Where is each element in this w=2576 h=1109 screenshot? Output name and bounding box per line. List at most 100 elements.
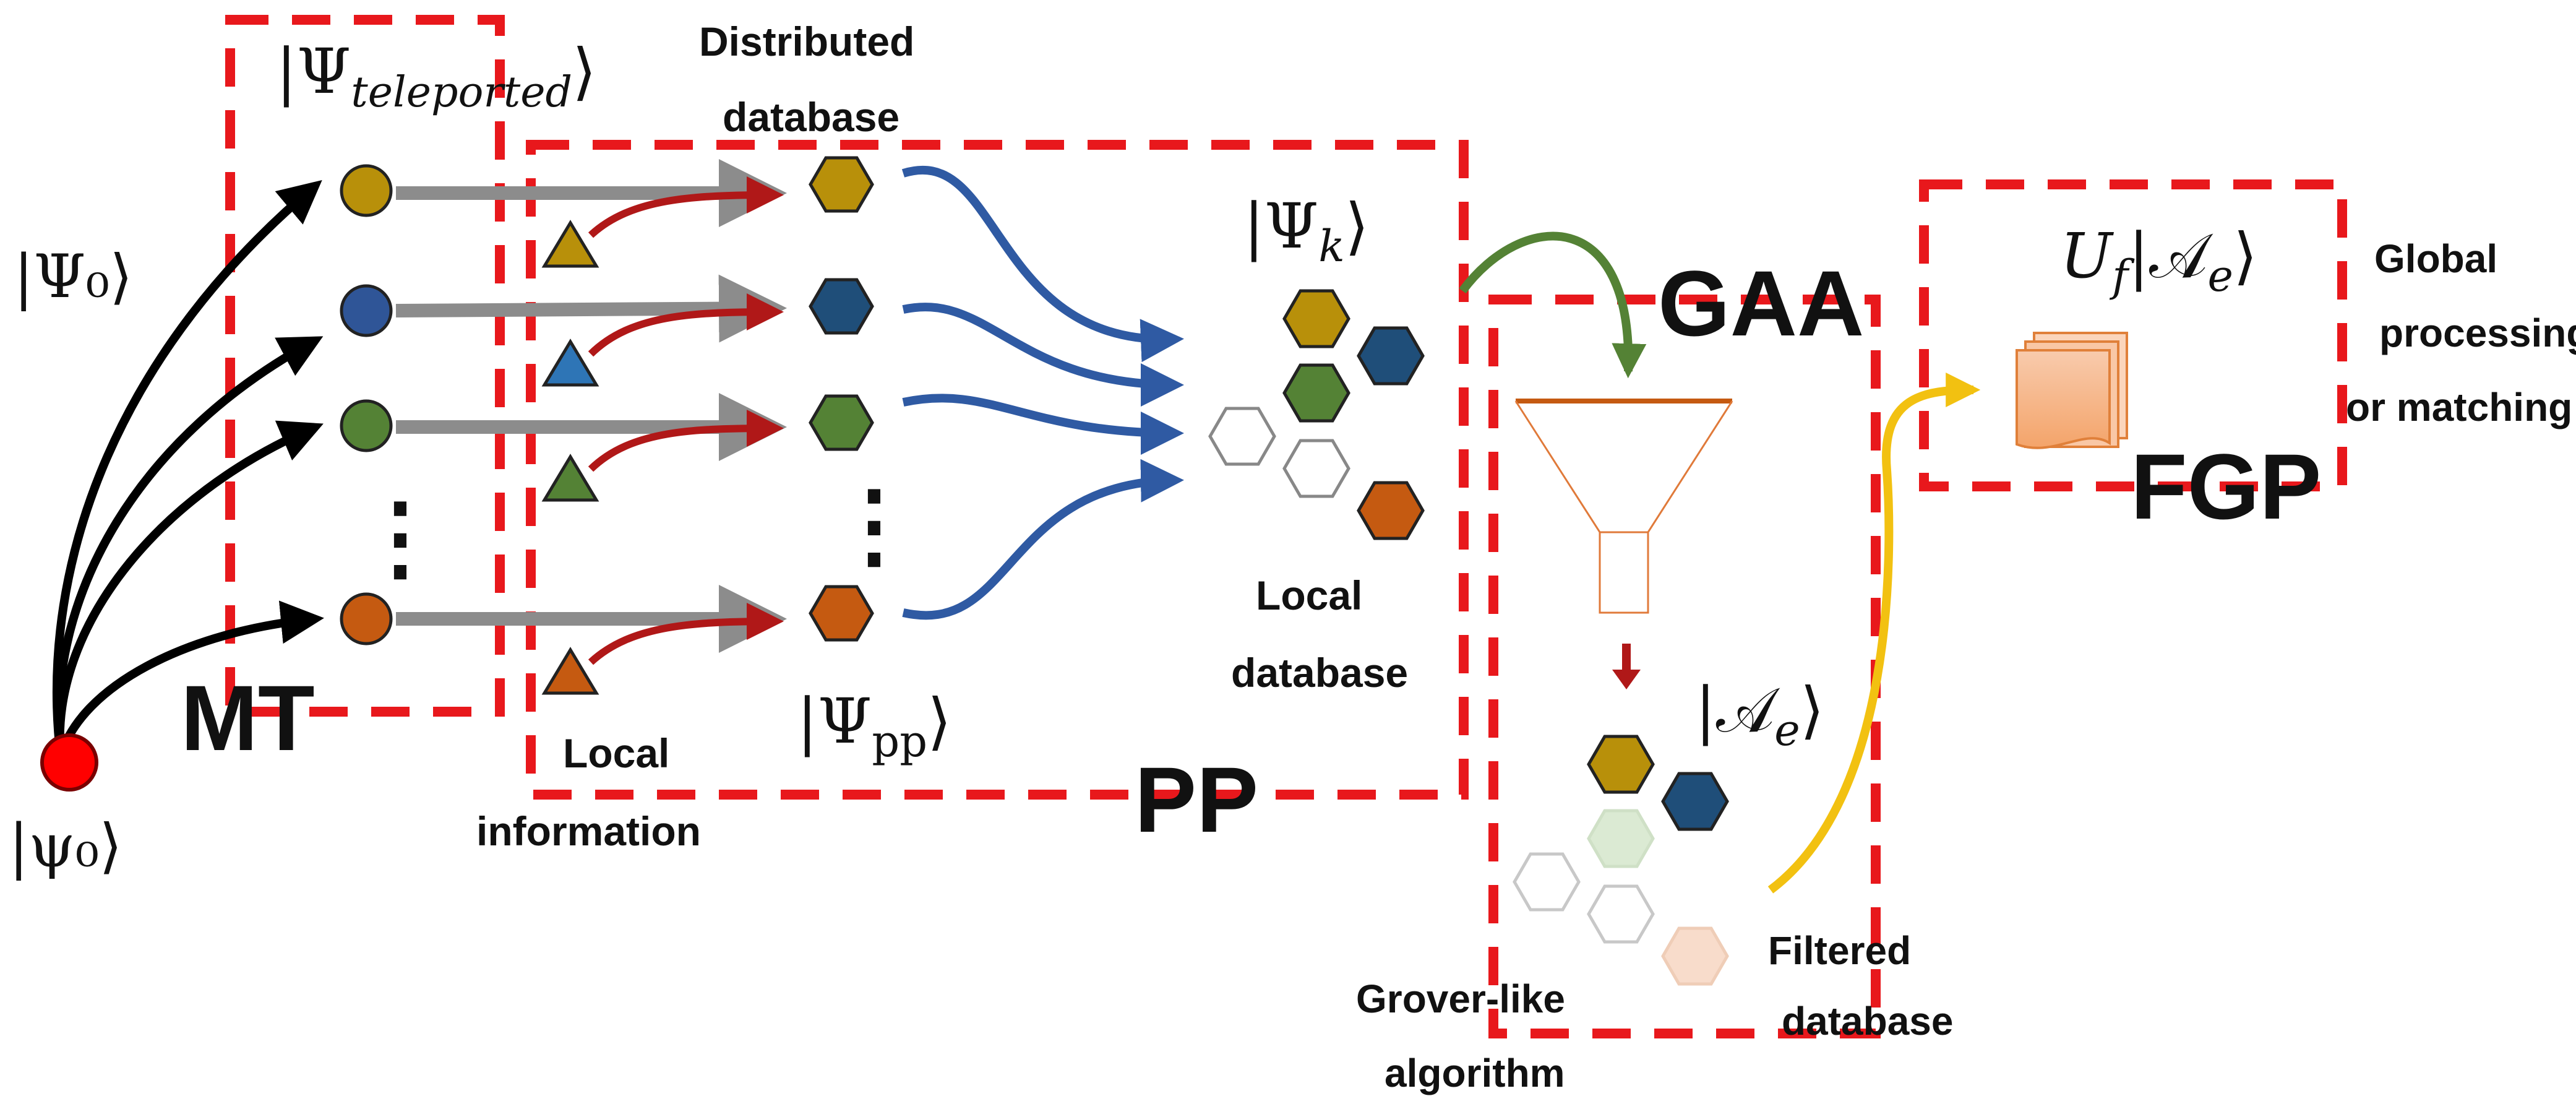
psi-k-end: ⟩ [1345, 190, 1369, 262]
hex-local-orange [1357, 481, 1425, 540]
hex-local-green [1282, 363, 1350, 423]
psi0-label: |Ψ₀⟩ [14, 242, 132, 311]
red-arrow-4 [588, 603, 784, 665]
red-arrows [588, 176, 784, 665]
filtered-line2: database [1782, 999, 1953, 1043]
blue-arrow-4 [902, 459, 1184, 620]
psi-pp-sub: pp [872, 716, 927, 767]
qubit-green [340, 399, 393, 452]
psi-pp-end: ⟩ [927, 685, 951, 757]
hex-filtered-gold [1587, 735, 1655, 794]
uf-label: Uf|𝒜e⟩ [2060, 220, 2257, 301]
triangle-blue [541, 339, 599, 387]
hex-local-gold [1282, 289, 1350, 348]
gaa-label: GAA [1658, 251, 1864, 355]
qubit-gold [340, 164, 393, 217]
hex-dist-gold [809, 156, 874, 213]
blue-arrow-3 [902, 394, 1184, 455]
fgp-arrow [1767, 373, 1981, 894]
fgp-box [1919, 179, 2347, 491]
grover-line1: Grover-like [1356, 977, 1565, 1021]
uf-ket: |𝒜 [2128, 220, 2213, 292]
global-line1: Global [2374, 236, 2497, 281]
local-info-triangles [541, 220, 599, 695]
distributed-db-line1: Distributed [699, 19, 914, 64]
local-db-line2: database [1231, 650, 1408, 696]
blue-arrow-1 [901, 165, 1184, 363]
a-e-end: ⟩ [1800, 674, 1824, 746]
gaa-arrow [1459, 231, 1647, 379]
local-info-line1: Local [563, 730, 669, 776]
hex-dist-orange [809, 585, 874, 642]
filter-down-arrow [1612, 644, 1641, 689]
document-stack-icon [2016, 332, 2128, 449]
gaa-box [1488, 295, 1881, 1038]
global-line3: or matching [2346, 385, 2572, 429]
a-e-main: |𝒜 [1695, 674, 1780, 746]
fgp-label: FGP [2131, 434, 2321, 538]
dashed-boxes [225, 15, 2347, 1038]
blue-arrow-2 [902, 303, 1184, 407]
filtered-line1: Filtered [1768, 928, 1911, 973]
triangle-green [541, 454, 599, 502]
teleported-main: |Ψ [276, 35, 351, 108]
hex-filtered-empty-2 [1587, 884, 1655, 944]
teleport-arrows [52, 179, 324, 757]
uf-ket-end: ⟩ [2233, 220, 2257, 292]
hex-filtered-empty-1 [1513, 852, 1581, 912]
red-arrow-2 [588, 293, 784, 357]
hex-filtered-blue [1661, 772, 1729, 831]
teleported-sub: teleported [351, 68, 572, 117]
local-database-cluster [1208, 289, 1425, 540]
psi-k-label: |Ψk⟩ [1243, 190, 1369, 272]
a-e-label: |𝒜e⟩ [1695, 674, 1824, 756]
teleported-qubits [340, 164, 393, 645]
local-info-line2: information [476, 808, 701, 854]
triangle-orange [541, 647, 599, 695]
a-e-sub: e [1774, 705, 1800, 756]
hex-dist-green [809, 394, 874, 451]
dots-left: ⋮ [354, 483, 447, 592]
pp-label: PP [1135, 748, 1258, 852]
psi-pp-label: |Ψpp⟩ [797, 685, 951, 767]
red-arrow-3 [588, 410, 784, 472]
red-arrow-1 [588, 176, 784, 238]
teleport-arrow-2 [54, 336, 324, 757]
mt-label: MT [181, 666, 315, 770]
teleported-label: |Ψteleported⟩ [276, 35, 596, 117]
qubit-orange [340, 592, 393, 645]
distributed-hexagons [809, 156, 874, 642]
local-db-line1: Local [1256, 572, 1362, 618]
hex-local-empty-1 [1208, 407, 1276, 466]
hex-dist-blue [809, 278, 874, 335]
qubit-blue [340, 284, 393, 337]
hex-local-empty-2 [1282, 439, 1350, 498]
teleport-arrow-3 [55, 420, 324, 757]
source-node [40, 733, 98, 792]
uf-main: U [2060, 220, 2114, 292]
uf-ket-sub: e [2208, 251, 2233, 301]
blue-arrows [901, 165, 1184, 620]
triangle-gold [541, 220, 599, 268]
psi-k-sub: k [1318, 221, 1344, 272]
funnel-icon [1514, 399, 1733, 614]
grey-arrow-2 [395, 274, 787, 343]
pp-box [526, 140, 1469, 800]
dots-middle: ⋮ [828, 470, 921, 579]
teleport-arrow-1 [52, 179, 322, 757]
mt-box [225, 15, 505, 717]
distributed-db-line2: database [723, 94, 899, 140]
hex-filtered-orange-faded [1661, 926, 1729, 986]
hex-local-blue [1357, 326, 1425, 386]
filtered-database-cluster [1513, 735, 1729, 986]
psi-pp-main: |Ψ [797, 685, 872, 757]
psi-small-label: |ψ₀⟩ [9, 811, 122, 881]
grover-line2: algorithm [1385, 1051, 1565, 1095]
teleport-arrow-4 [56, 600, 324, 757]
psi-k-main: |Ψ [1243, 190, 1318, 262]
teleported-end: ⟩ [572, 35, 596, 108]
hex-filtered-green-faded [1587, 809, 1655, 868]
global-line2: processing [2379, 311, 2576, 355]
